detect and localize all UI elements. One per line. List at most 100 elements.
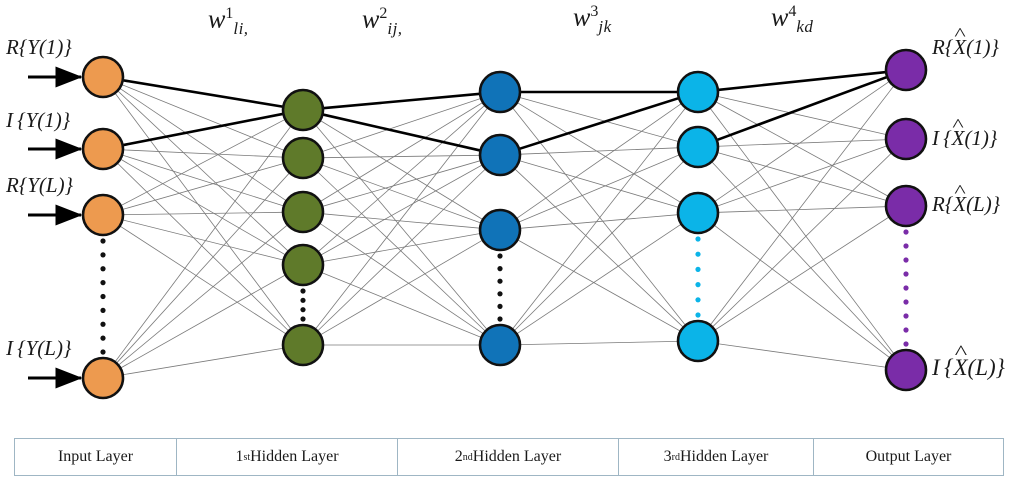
edge xyxy=(711,161,893,356)
output-label-4: I {X(L)} xyxy=(932,356,1005,379)
edge xyxy=(319,222,484,335)
weight-label-4: w4kd xyxy=(771,4,813,35)
input-label-3: R{Y(L)} xyxy=(6,173,73,197)
input-arrow-group xyxy=(28,66,83,389)
edge xyxy=(320,164,483,256)
input-layer-node-1[interactable] xyxy=(81,55,125,99)
ellipsis-dot xyxy=(903,327,909,333)
hidden-layer-1-node-3[interactable] xyxy=(281,190,325,234)
hidden-layer-1-node-5[interactable] xyxy=(281,323,325,367)
edge xyxy=(516,223,682,335)
edge xyxy=(512,107,686,326)
ellipsis-dot xyxy=(100,307,106,313)
ellipsis-dot xyxy=(903,243,909,249)
output-layer-node-4[interactable] xyxy=(884,348,928,392)
ellipsis-dot xyxy=(300,297,306,303)
output-prefix-2: I { xyxy=(932,126,952,150)
hidden-layer-3-node-2[interactable] xyxy=(676,125,720,169)
edge xyxy=(119,87,287,202)
output-layer-node-3[interactable] xyxy=(884,184,928,228)
edge xyxy=(709,107,895,355)
weight-sub-2: ij, xyxy=(387,18,403,38)
edge xyxy=(120,158,286,256)
output-prefix-1: R{ xyxy=(932,35,954,59)
edge xyxy=(322,160,481,207)
output-label-2: I {X(1)} xyxy=(932,128,997,149)
ellipsis-dot xyxy=(100,335,106,341)
input-label-4: I {Y(L)} xyxy=(6,336,72,360)
hidden-layer-3-node-1[interactable] xyxy=(676,70,720,114)
ellipsis-dot xyxy=(695,282,701,288)
hidden-layer-2-node-4[interactable] xyxy=(478,323,522,367)
legend-text-output-layer: Output Layer xyxy=(865,448,952,465)
edge xyxy=(517,239,681,332)
ellipsis-dot xyxy=(300,316,306,322)
edge xyxy=(716,75,888,142)
ellipsis-dot xyxy=(903,299,909,305)
edge xyxy=(122,219,284,261)
legend-sup-1: st xyxy=(243,451,251,463)
output-suffix-2: (1)} xyxy=(964,126,998,150)
hidden-layer-2-node-2[interactable] xyxy=(478,133,522,177)
hidden-layer-1-node-4[interactable] xyxy=(281,243,325,287)
edge xyxy=(717,139,887,147)
edge xyxy=(518,154,680,223)
edge xyxy=(519,214,679,229)
weight-label-1: w1li, xyxy=(208,6,249,37)
output-hatted-3: X xyxy=(953,194,966,215)
edge xyxy=(321,164,482,224)
legend-cell-output-layer: Output Layer xyxy=(813,438,1004,476)
edge xyxy=(120,274,286,369)
edge xyxy=(322,154,481,159)
output-suffix-1: (1)} xyxy=(966,35,999,59)
edge xyxy=(120,118,286,207)
edge xyxy=(519,341,679,345)
edge xyxy=(322,113,481,152)
edge xyxy=(320,239,483,336)
legend-text-input-layer: Input Layer xyxy=(57,448,134,465)
hidden-layer-3-node-3[interactable] xyxy=(676,191,720,235)
ellipsis-dot xyxy=(903,341,909,347)
edge xyxy=(319,102,484,202)
edge xyxy=(121,154,285,207)
legend-text-hidden-layer-1: Hidden Layer xyxy=(250,448,339,465)
hidden-layer-2-node-1[interactable] xyxy=(478,70,522,114)
hidden-layer-1-node-1[interactable] xyxy=(281,88,325,132)
ellipsis-dot xyxy=(100,280,106,286)
ellipsis-dot xyxy=(497,291,503,297)
weight-sub-1: li, xyxy=(233,18,249,38)
input-layer-node-4[interactable] xyxy=(81,356,125,400)
edge xyxy=(519,160,679,208)
hidden-layer-1-node-2[interactable] xyxy=(281,136,325,180)
input-layer-node-2[interactable] xyxy=(81,127,125,171)
weight-base-1: w xyxy=(208,4,226,34)
output-layer-node-1[interactable] xyxy=(884,48,928,92)
edge xyxy=(516,102,682,203)
weight-label-3: w3jk xyxy=(573,4,612,35)
edge xyxy=(117,90,289,252)
edge-group-normal xyxy=(114,81,895,376)
legend-sup-3: rd xyxy=(671,451,680,463)
ellipsis-dot xyxy=(497,316,503,322)
edge xyxy=(717,96,887,135)
node-group xyxy=(81,48,928,400)
weight-base-2: w xyxy=(362,4,380,34)
output-layer-node-2[interactable] xyxy=(884,117,928,161)
edge xyxy=(319,120,484,220)
edge xyxy=(122,347,284,376)
input-layer-node-3[interactable] xyxy=(81,193,125,237)
weight-sup-3: 3 xyxy=(590,3,599,20)
hidden-layer-2-node-3[interactable] xyxy=(478,208,522,252)
hidden-layer-3-node-4[interactable] xyxy=(676,319,720,363)
output-label-3: R{X(L)} xyxy=(932,194,1000,215)
edge xyxy=(709,85,895,326)
edge xyxy=(518,96,680,151)
output-prefix-3: R{ xyxy=(932,192,954,216)
edge xyxy=(717,70,887,92)
output-hatted-4: X xyxy=(953,356,967,379)
edge xyxy=(118,224,288,366)
weight-sup-2: 2 xyxy=(379,5,388,22)
